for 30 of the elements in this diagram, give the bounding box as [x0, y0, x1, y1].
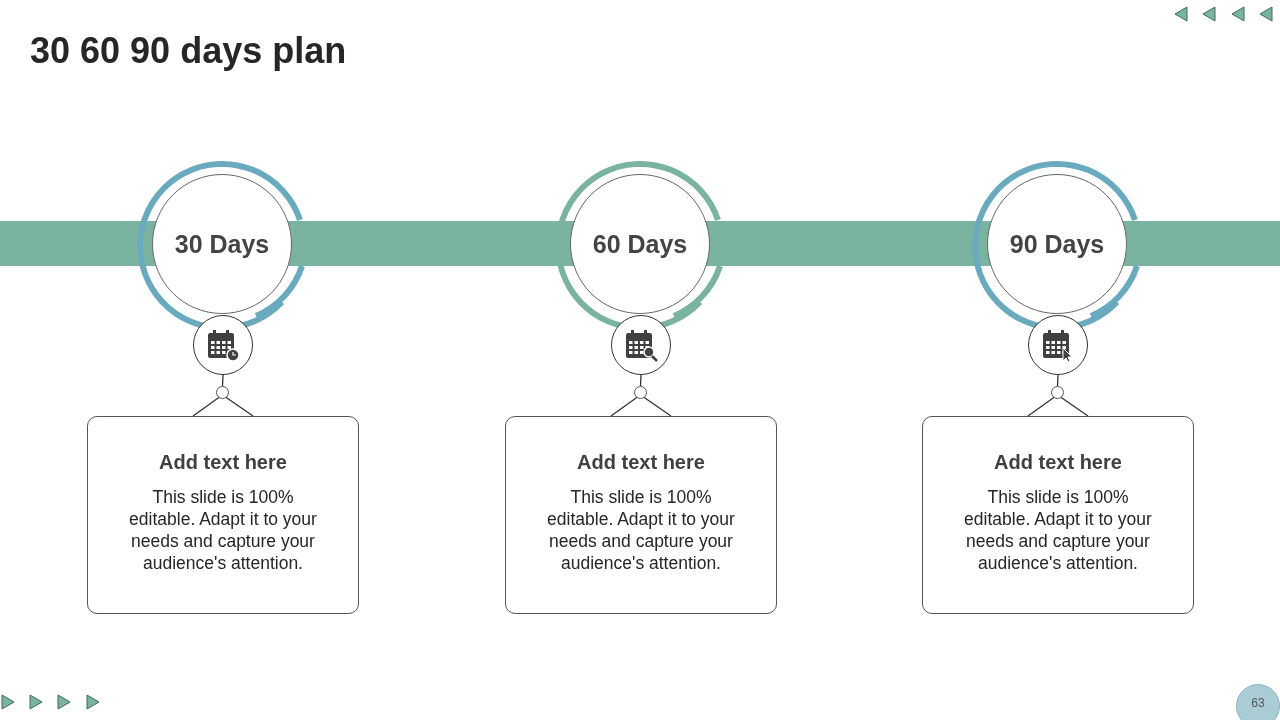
connector-line	[192, 396, 254, 417]
card-body-text: This slide is 100% editable. Adapt it to your needs and capture your audience's attention.	[546, 486, 736, 574]
connector-line	[1027, 396, 1089, 417]
phase-circle	[987, 174, 1127, 314]
slide-title: 30 60 90 days plan	[30, 30, 347, 72]
connector-dot	[216, 386, 229, 399]
page-number-circle	[1236, 684, 1280, 720]
connector-dot	[634, 386, 647, 399]
phase-label: 60 Days	[592, 229, 688, 259]
phase-circle	[570, 174, 710, 314]
icon-circle	[1028, 315, 1088, 375]
connector-line	[610, 396, 672, 417]
text-card	[922, 416, 1194, 614]
connector-dot	[1051, 386, 1064, 399]
card-heading: Add text here	[577, 451, 705, 474]
card-heading: Add text here	[994, 451, 1122, 474]
card-heading: Add text here	[159, 451, 287, 474]
phase-circle	[152, 174, 292, 314]
page-number: 63	[1251, 696, 1265, 710]
connector-line	[221, 374, 224, 387]
card-body-text: This slide is 100% editable. Adapt it to your needs and capture your audience's attention.	[963, 486, 1153, 574]
phase-label: 30 Days	[174, 229, 270, 259]
connector-line	[1056, 374, 1059, 387]
text-card	[505, 416, 777, 614]
text-card	[87, 416, 359, 614]
icon-circle	[193, 315, 253, 375]
card-body-text: This slide is 100% editable. Adapt it to your needs and capture your audience's attention.	[128, 486, 318, 574]
icon-circle	[611, 315, 671, 375]
phase-label: 90 Days	[1009, 229, 1105, 259]
connector-line	[639, 374, 642, 387]
